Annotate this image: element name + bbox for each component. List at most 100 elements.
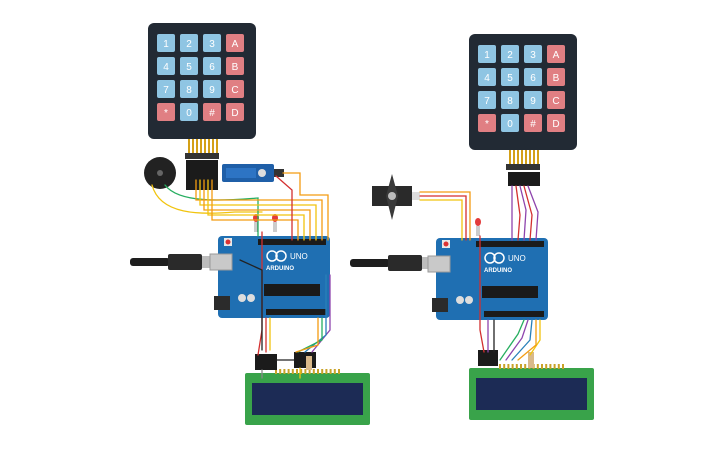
- power-jack: [432, 298, 448, 312]
- model-label: UNO: [508, 254, 526, 263]
- keypad-key-label: 6: [209, 62, 215, 73]
- keypad-pin: [513, 150, 515, 164]
- keypad-key: [524, 45, 542, 63]
- keypad-key-label: 3: [209, 39, 215, 50]
- keypad-key-label: B: [232, 62, 239, 73]
- lcd-pin: [300, 369, 303, 374]
- capacitor: [465, 296, 473, 304]
- keypad-key-label: 5: [186, 62, 192, 73]
- lcd-pin: [520, 364, 522, 369]
- servo-horn: [388, 192, 396, 200]
- lcd-pin: [279, 369, 282, 374]
- keypad-pin: [537, 150, 539, 164]
- keypad-key: [501, 45, 519, 63]
- lcd-pin: [283, 369, 286, 374]
- keypad-key-label: 5: [507, 73, 513, 84]
- arduino-uno: UNO ARDUINO: [427, 238, 548, 320]
- capacitor: [456, 296, 464, 304]
- keypad-pin: [208, 139, 210, 153]
- lcd-pin: [499, 364, 501, 369]
- keypad-key: [547, 68, 565, 86]
- keypad-key: [478, 45, 496, 63]
- lcd-pin: [338, 369, 340, 374]
- wire: [211, 179, 299, 241]
- keypad-key-label: C: [231, 85, 238, 96]
- keypad-key-label: 2: [507, 50, 513, 61]
- atmega-chip: [482, 286, 538, 298]
- keypad-key-label: 8: [507, 96, 513, 107]
- keypad-pin: [521, 150, 523, 164]
- keypad-key-label: #: [530, 119, 536, 130]
- buzzer-hole: [157, 170, 163, 176]
- arduino-board: [436, 238, 548, 320]
- keypad-key-label: C: [552, 96, 559, 107]
- keypad-key-label: 1: [163, 39, 169, 50]
- led-body: [475, 218, 481, 226]
- arduino-logo: [275, 250, 287, 262]
- lcd-16x2: [245, 369, 370, 425]
- lcd-pin: [333, 369, 336, 374]
- lcd-pin: [553, 364, 556, 369]
- keypad-key-label: 2: [186, 39, 192, 50]
- lcd-pin: [308, 369, 311, 374]
- lcd-pin: [304, 369, 307, 374]
- wire: [195, 179, 323, 241]
- keypad-key: [524, 68, 542, 86]
- keypad-pin: [533, 150, 535, 164]
- wire: [419, 191, 471, 241]
- keypad-key: [203, 103, 221, 121]
- lcd-pin: [503, 364, 506, 369]
- usb-cable-body: [130, 258, 170, 266]
- lcd-pin: [296, 369, 298, 374]
- keypad-key-label: *: [485, 119, 489, 130]
- keypad-key: [501, 91, 519, 109]
- lcd-pin: [515, 364, 518, 369]
- wire: [517, 319, 537, 361]
- usb-cable: [130, 254, 220, 270]
- arduino-logo: [266, 250, 278, 262]
- capacitor: [238, 294, 246, 302]
- capacitor: [247, 294, 255, 302]
- keypad-key: [157, 80, 175, 98]
- keypad-key-label: 7: [484, 96, 490, 107]
- keypad-key-label: 9: [530, 96, 536, 107]
- usb-port: [427, 255, 451, 273]
- keypad-key-label: B: [553, 73, 560, 84]
- arduino-board: [218, 236, 330, 318]
- keypad-pin: [200, 139, 202, 153]
- keypad-key-label: 0: [507, 119, 513, 130]
- keypad-key: [501, 68, 519, 86]
- servo-motor: [222, 164, 284, 182]
- brand-label: ARDUINO: [484, 268, 512, 274]
- lcd-pin: [291, 369, 294, 374]
- digital-header: [258, 239, 326, 245]
- keypad-connector: [185, 153, 219, 159]
- keypad-key: [157, 57, 175, 75]
- keypad-pin: [517, 150, 519, 164]
- keypad-connector: [506, 164, 540, 170]
- keypad-pin: [529, 150, 531, 164]
- lcd-pin: [541, 364, 543, 369]
- analog-header: [484, 311, 544, 317]
- keypad-pin: [188, 139, 190, 153]
- arduino-logo: [493, 252, 505, 264]
- keypad-key: [203, 34, 221, 52]
- keypad-key: [547, 114, 565, 132]
- header-block: [294, 352, 316, 368]
- keypad-key-label: 1: [484, 50, 490, 61]
- servo-label: [226, 168, 256, 178]
- keypad-key-label: 3: [530, 50, 536, 61]
- lcd-screen: [476, 378, 587, 410]
- digital-header: [476, 241, 544, 247]
- keypad-key-label: 0: [186, 108, 192, 119]
- keypad-key: [180, 57, 198, 75]
- keypad-key-label: D: [552, 119, 559, 130]
- header-block: [255, 354, 277, 370]
- keypad-key-label: A: [232, 39, 239, 50]
- lcd-pin: [562, 364, 564, 369]
- lcd-pin: [507, 364, 510, 369]
- keypad-pin: [192, 139, 194, 153]
